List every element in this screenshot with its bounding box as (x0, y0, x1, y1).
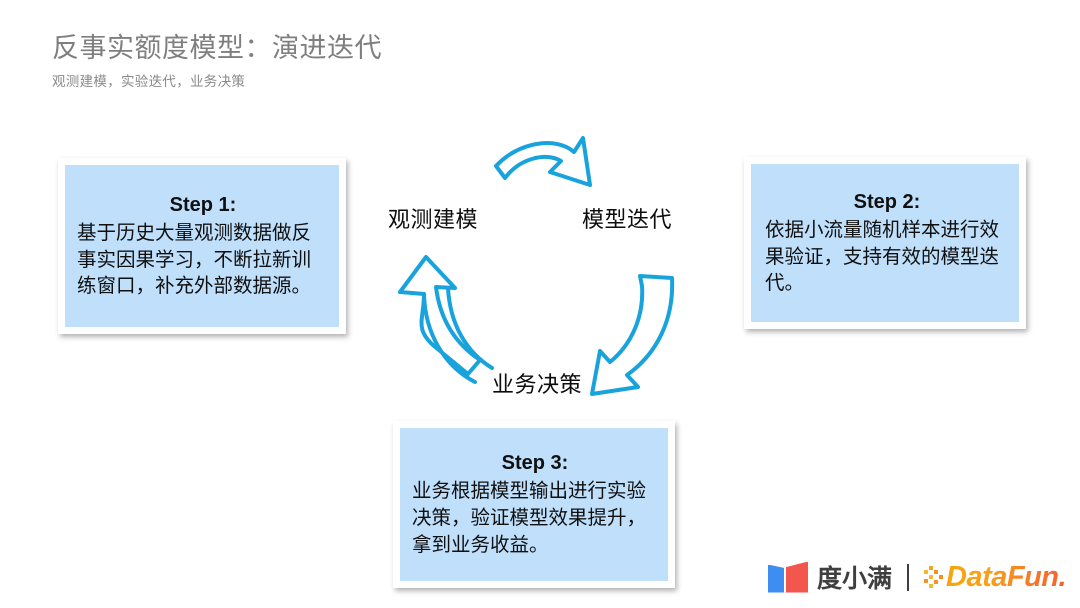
cycle-label-observe: 观测建模 (388, 207, 479, 232)
datafun-wordmark: DataFun. (946, 560, 1067, 593)
datafun-logo: DataFun. (923, 560, 1067, 594)
step-2-heading: Step 2: (853, 190, 921, 213)
duxiaoman-icon-right-panel (786, 561, 808, 593)
footer-logos: 度小满 DataFun. (768, 557, 1067, 597)
arrow-decide-to-observe-tail (422, 292, 477, 384)
cycle-arrows-svg (398, 136, 675, 396)
step-card-1: Step 1: 基于历史大量观测数据做反事实因果学习，不断拉新训练窗口，补充外部… (58, 158, 346, 334)
step-card-2: Step 2: 依据小流量随机样本进行效果验证，支持有效的模型迭代。 (744, 157, 1026, 329)
cycle-label-decide: 业务决策 (492, 372, 583, 397)
step-card-2-inner: Step 2: 依据小流量随机样本进行效果验证，支持有效的模型迭代。 (751, 164, 1019, 322)
logo-divider (907, 563, 910, 591)
datafun-dots-icon (923, 564, 945, 590)
step-3-body: 业务根据模型输出进行实验决策，验证模型效果提升，拿到业务收益。 (412, 480, 647, 556)
step-1-heading: Step 1: (169, 193, 237, 216)
cycle-label-iterate: 模型迭代 (582, 207, 673, 232)
duxiaoman-book-icon (768, 561, 808, 593)
step-3-heading: Step 3: (501, 452, 569, 475)
duxiaoman-logo: 度小满 (768, 559, 892, 595)
step-1-body: 基于历史大量观测数据做反事实因果学习，不断拉新训练窗口，补充外部数据源。 (77, 221, 312, 298)
slide-header: 反事实额度模型：演进迭代 观测建模，实验迭代，业务决策 (52, 33, 382, 90)
arrow-decide-to-observe-icon (398, 255, 482, 376)
cycle-diagram: 观测建模 模型迭代 业务决策 (378, 128, 718, 418)
step-2-body: 依据小流量随机样本进行效果验证，支持有效的模型迭代。 (765, 218, 1000, 295)
arrow-iterate-to-decide-icon (590, 274, 675, 396)
arrow-decide-to-observe-tail-inner (446, 286, 494, 370)
duxiaoman-wordmark: 度小满 (817, 565, 893, 593)
step-card-1-inner: Step 1: 基于历史大量观测数据做反事实因果学习，不断拉新训练窗口，补充外部… (65, 165, 339, 327)
page-title: 反事实额度模型：演进迭代 (52, 33, 382, 63)
arrow-observe-to-iterate-icon (494, 136, 592, 187)
duxiaoman-icon-left-panel (768, 564, 784, 593)
page-subtitle: 观测建模，实验迭代，业务决策 (52, 74, 246, 90)
step-card-3: Step 3: 业务根据模型输出进行实验决策，验证模型效果提升，拿到业务收益。 (393, 421, 675, 588)
step-card-3-inner: Step 3: 业务根据模型输出进行实验决策，验证模型效果提升，拿到业务收益。 (400, 428, 668, 581)
